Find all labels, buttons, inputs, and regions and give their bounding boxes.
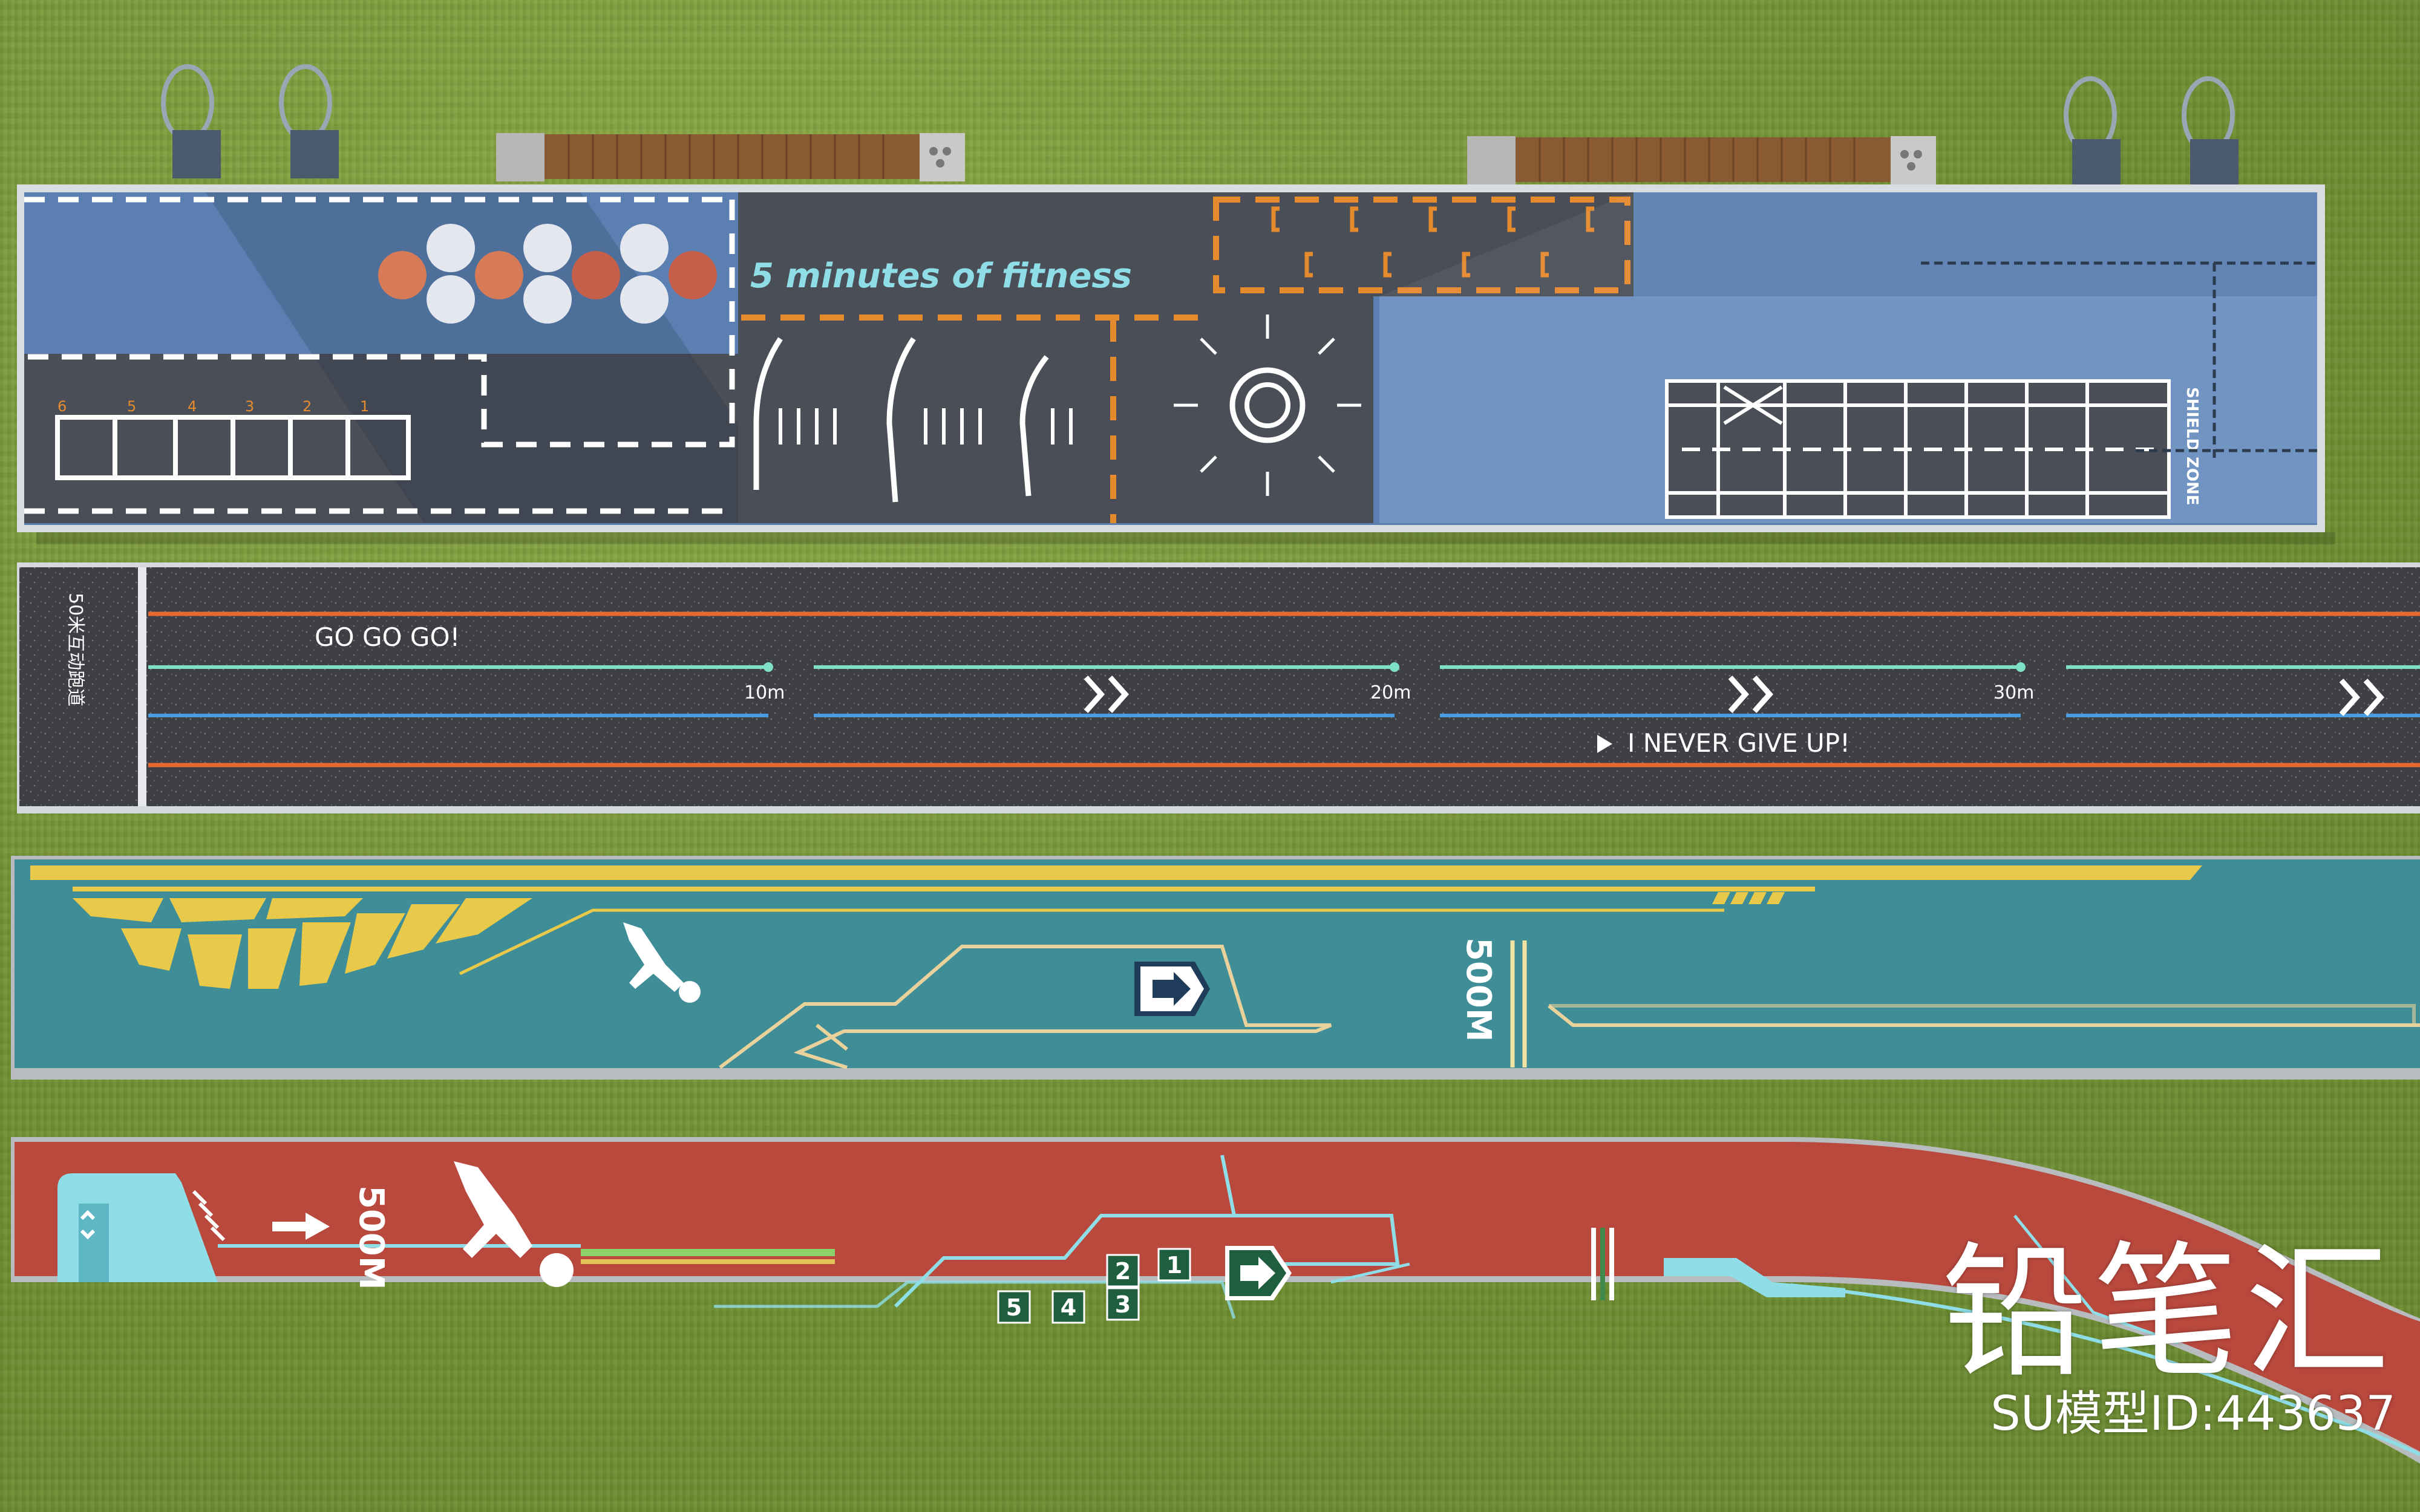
runner-icon [623,922,701,1003]
fitness-title: 5 minutes of fitness [750,256,1132,296]
play-triangle-icon [1597,735,1612,753]
direction-arrow-icon [1134,962,1210,1016]
runner-icon-red [454,1161,574,1287]
slogan-gogogo: GO GO GO! [315,622,460,652]
svg-text:2: 2 [1115,1258,1131,1285]
bench-right [1467,136,1936,184]
marker-30m: 30m [1993,682,2034,703]
track-name-vertical: 50米互动跑道 [65,593,86,706]
marker-10m: 10m [744,682,785,703]
vertical-label: SHIELD ZONE [2183,387,2201,506]
svg-text:6: 6 [57,398,67,415]
ring-stand-icons [161,64,2238,187]
svg-text:3: 3 [245,398,254,415]
stepping-circles [378,224,717,324]
chevron-icons [1084,676,2385,716]
bench-left [496,133,965,181]
agility-ladder [55,415,411,480]
cyan-ramp-shape [57,1173,226,1282]
sun-target-icon [1174,314,1361,496]
svg-text:3: 3 [1115,1291,1131,1318]
sprint-track-strip: 50米互动跑道 GO GO GO! 10m 20m 30m I NEVER GI… [17,562,2420,813]
teal-track-strip: 500M [11,856,2420,1080]
watermark: 铅笔汇 SU模型ID:443637 [1936,1240,2396,1441]
ladder-numbers: 6 5 4 3 2 1 [57,398,369,415]
yellow-fan-shape [73,898,532,989]
arrow-right-icon [272,1213,330,1240]
step-number-boxes: 1 2 3 4 5 [997,1248,1191,1324]
svg-text:4: 4 [188,398,197,415]
watermark-id: SU模型ID:443637 [1990,1387,2396,1441]
marker-20m: 20m [1370,682,1411,703]
distance-500m-red: 500M [352,1185,391,1290]
svg-text:5: 5 [127,398,136,415]
svg-text:4: 4 [1061,1294,1076,1321]
svg-text:5: 5 [1006,1294,1022,1321]
hopscotch-grid [1665,379,2171,519]
slogan-never-give-up: I NEVER GIVE UP! [1627,728,1850,758]
svg-text:1: 1 [360,398,369,415]
watermark-logo: 铅笔汇 [1941,1228,2396,1397]
svg-text:2: 2 [302,398,312,415]
direction-arrow-green-icon [1225,1246,1292,1300]
svg-text:1: 1 [1166,1252,1182,1279]
distance-500m-teal: 500M [1459,937,1498,1042]
fitness-plaza-strip: 6 5 4 3 2 1 5 minutes of fitness [17,64,2335,544]
red-track-strip: 500M 1 2 3 4 5 [11,1137,2420,1464]
